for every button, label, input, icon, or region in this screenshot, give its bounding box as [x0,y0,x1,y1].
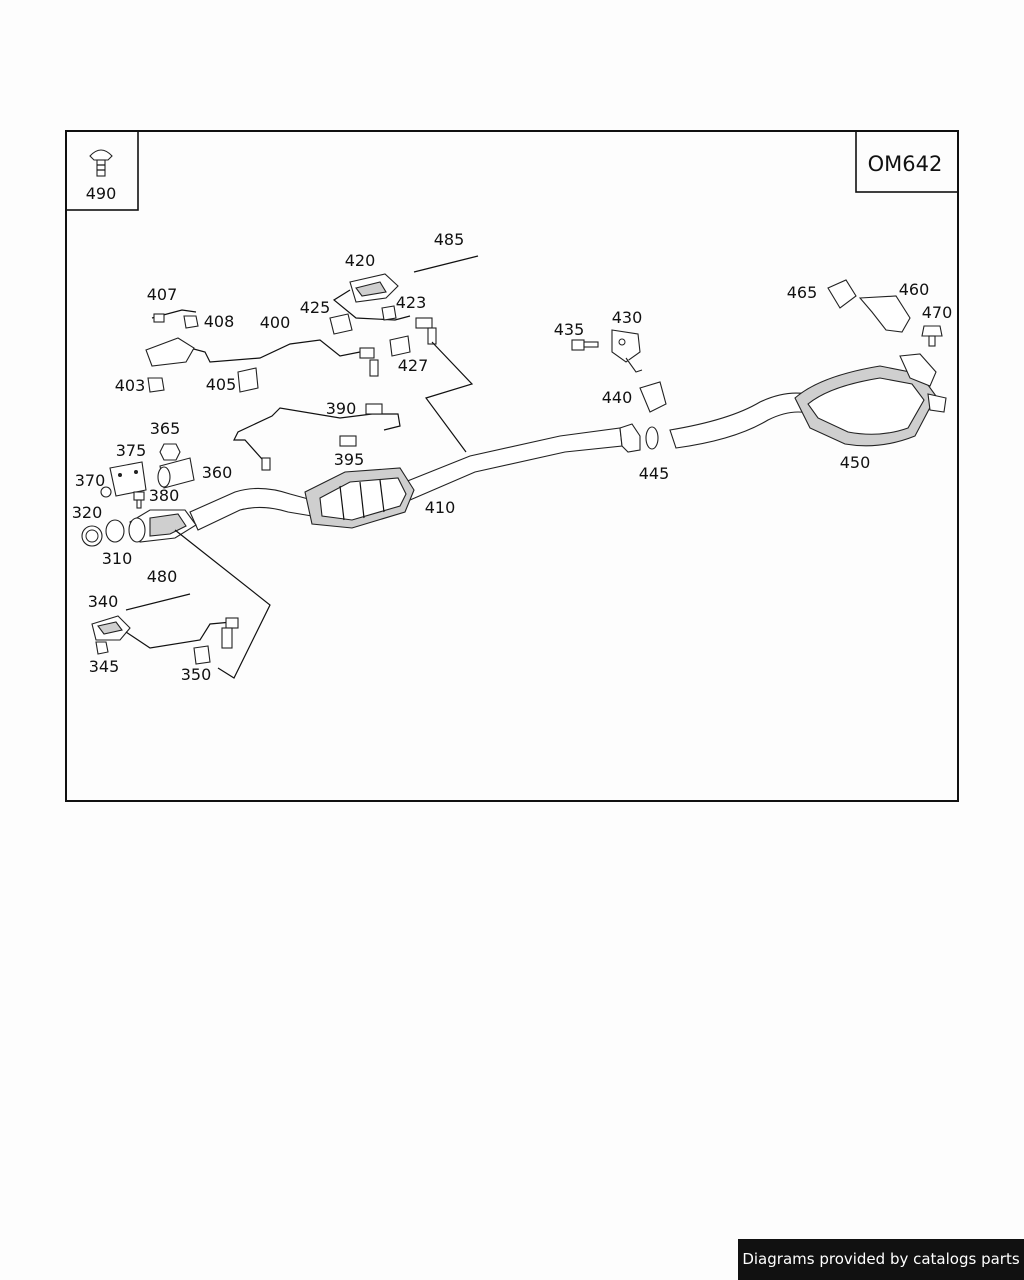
part-425-clip [329,313,353,335]
callout-427: 427 [398,356,429,375]
callout-390: 390 [326,399,357,418]
callout-420: 420 [345,251,376,270]
part-465-bracket [827,279,857,309]
callout-450: 450 [840,453,871,472]
callout-423: 423 [396,293,427,312]
part-345-nut [95,641,109,655]
callout-440: 440 [602,388,633,407]
pipe-flange [619,423,641,453]
nox-control-unit-lower [145,337,195,367]
callout-403: 403 [115,376,146,395]
engine-code-box [855,130,959,193]
callout-375: 375 [116,441,147,460]
callout-340: 340 [88,592,119,611]
callout-395: 395 [334,450,365,469]
part-407-bracket [151,309,197,323]
diagram-frame [65,130,959,802]
callout-465: 465 [787,283,818,302]
leader-lines [125,255,479,679]
callout-360: 360 [202,463,233,482]
part-350-clip [193,645,211,665]
callout-485: 485 [434,230,465,249]
part-375-bracket [109,461,147,497]
callout-380: 380 [149,486,180,505]
callout-405: 405 [206,375,237,394]
rear-mount-cluster [899,353,937,387]
callout-445: 445 [639,464,670,483]
part-450-rear-muffler [794,365,947,447]
callout-435: 435 [554,320,585,339]
callout-365: 365 [150,419,181,438]
part-460-hanger [858,295,911,333]
part-427-clip [389,335,411,357]
callout-470: 470 [922,303,953,322]
callout-labels: 490 485 420 407 423 425 408 400 427 403 … [72,184,953,684]
part-360-hanger [157,457,195,489]
part-420-control-unit [332,273,411,321]
inset-box-490 [65,130,139,211]
part-340-control-unit [91,615,239,649]
part-380-bolt [133,491,145,509]
callout-430: 430 [612,308,643,327]
engine-code: OM642 [868,152,943,176]
part-370-nut [100,486,112,498]
callout-407: 407 [147,285,178,304]
callout-410: 410 [425,498,456,517]
part-395-clip [339,435,357,447]
part-400-sensor-harness [189,339,379,377]
callout-345: 345 [89,657,120,676]
main-exhaust-pipe [189,392,816,531]
part-310-ring [105,519,125,543]
callout-425: 425 [300,298,331,317]
callout-400: 400 [260,313,291,332]
part-405-clip [237,367,259,393]
part-470-screw [921,325,943,347]
part-423-nut [381,305,397,321]
part-435-bolt [571,339,599,351]
part-490-screw [89,149,113,177]
part-365-nut [159,443,181,461]
part-445-gasket [645,426,659,450]
callout-460: 460 [899,280,930,299]
callout-310: 310 [102,549,133,568]
callout-350: 350 [181,665,212,684]
part-390-sensor-cable [233,403,401,471]
callout-490: 490 [86,184,117,203]
front-catalyst [128,509,197,543]
part-320-clamp [81,525,103,547]
upper-sensor-probe [415,317,437,345]
part-410-catalyst [304,467,415,529]
callout-408: 408 [204,312,235,331]
footer-credit: Diagrams provided by catalogs parts [738,1239,1024,1280]
part-440-rubber-mount [639,381,667,413]
callout-370: 370 [75,471,106,490]
part-403-nut [147,377,165,393]
part-430-bracket [611,329,643,373]
callout-480: 480 [147,567,178,586]
part-408-nut [183,315,199,329]
callout-320: 320 [72,503,103,522]
